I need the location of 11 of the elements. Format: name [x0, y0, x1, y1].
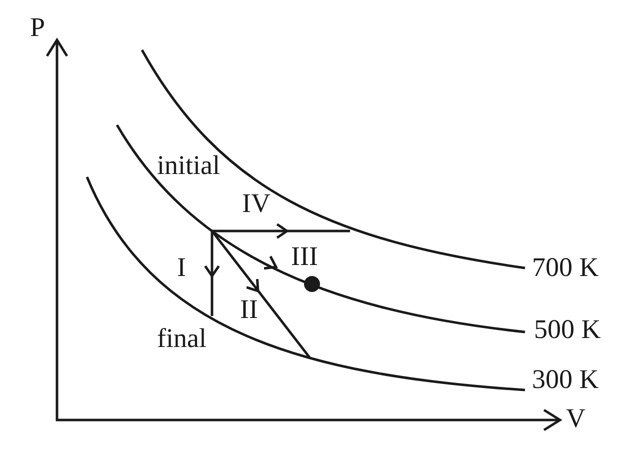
axis-label: V	[566, 405, 586, 432]
axis-label: III	[291, 243, 318, 270]
axis-label: I	[177, 254, 186, 281]
axis-label: 300 K	[532, 366, 599, 393]
axis-label: initial	[157, 152, 220, 179]
axis-label: 500 K	[534, 316, 601, 343]
axis-label: 700 K	[532, 254, 599, 281]
axis-label: P	[30, 14, 46, 41]
axis-label: final	[157, 325, 206, 352]
axis-label: II	[240, 296, 258, 323]
axis-label: IV	[242, 190, 270, 217]
